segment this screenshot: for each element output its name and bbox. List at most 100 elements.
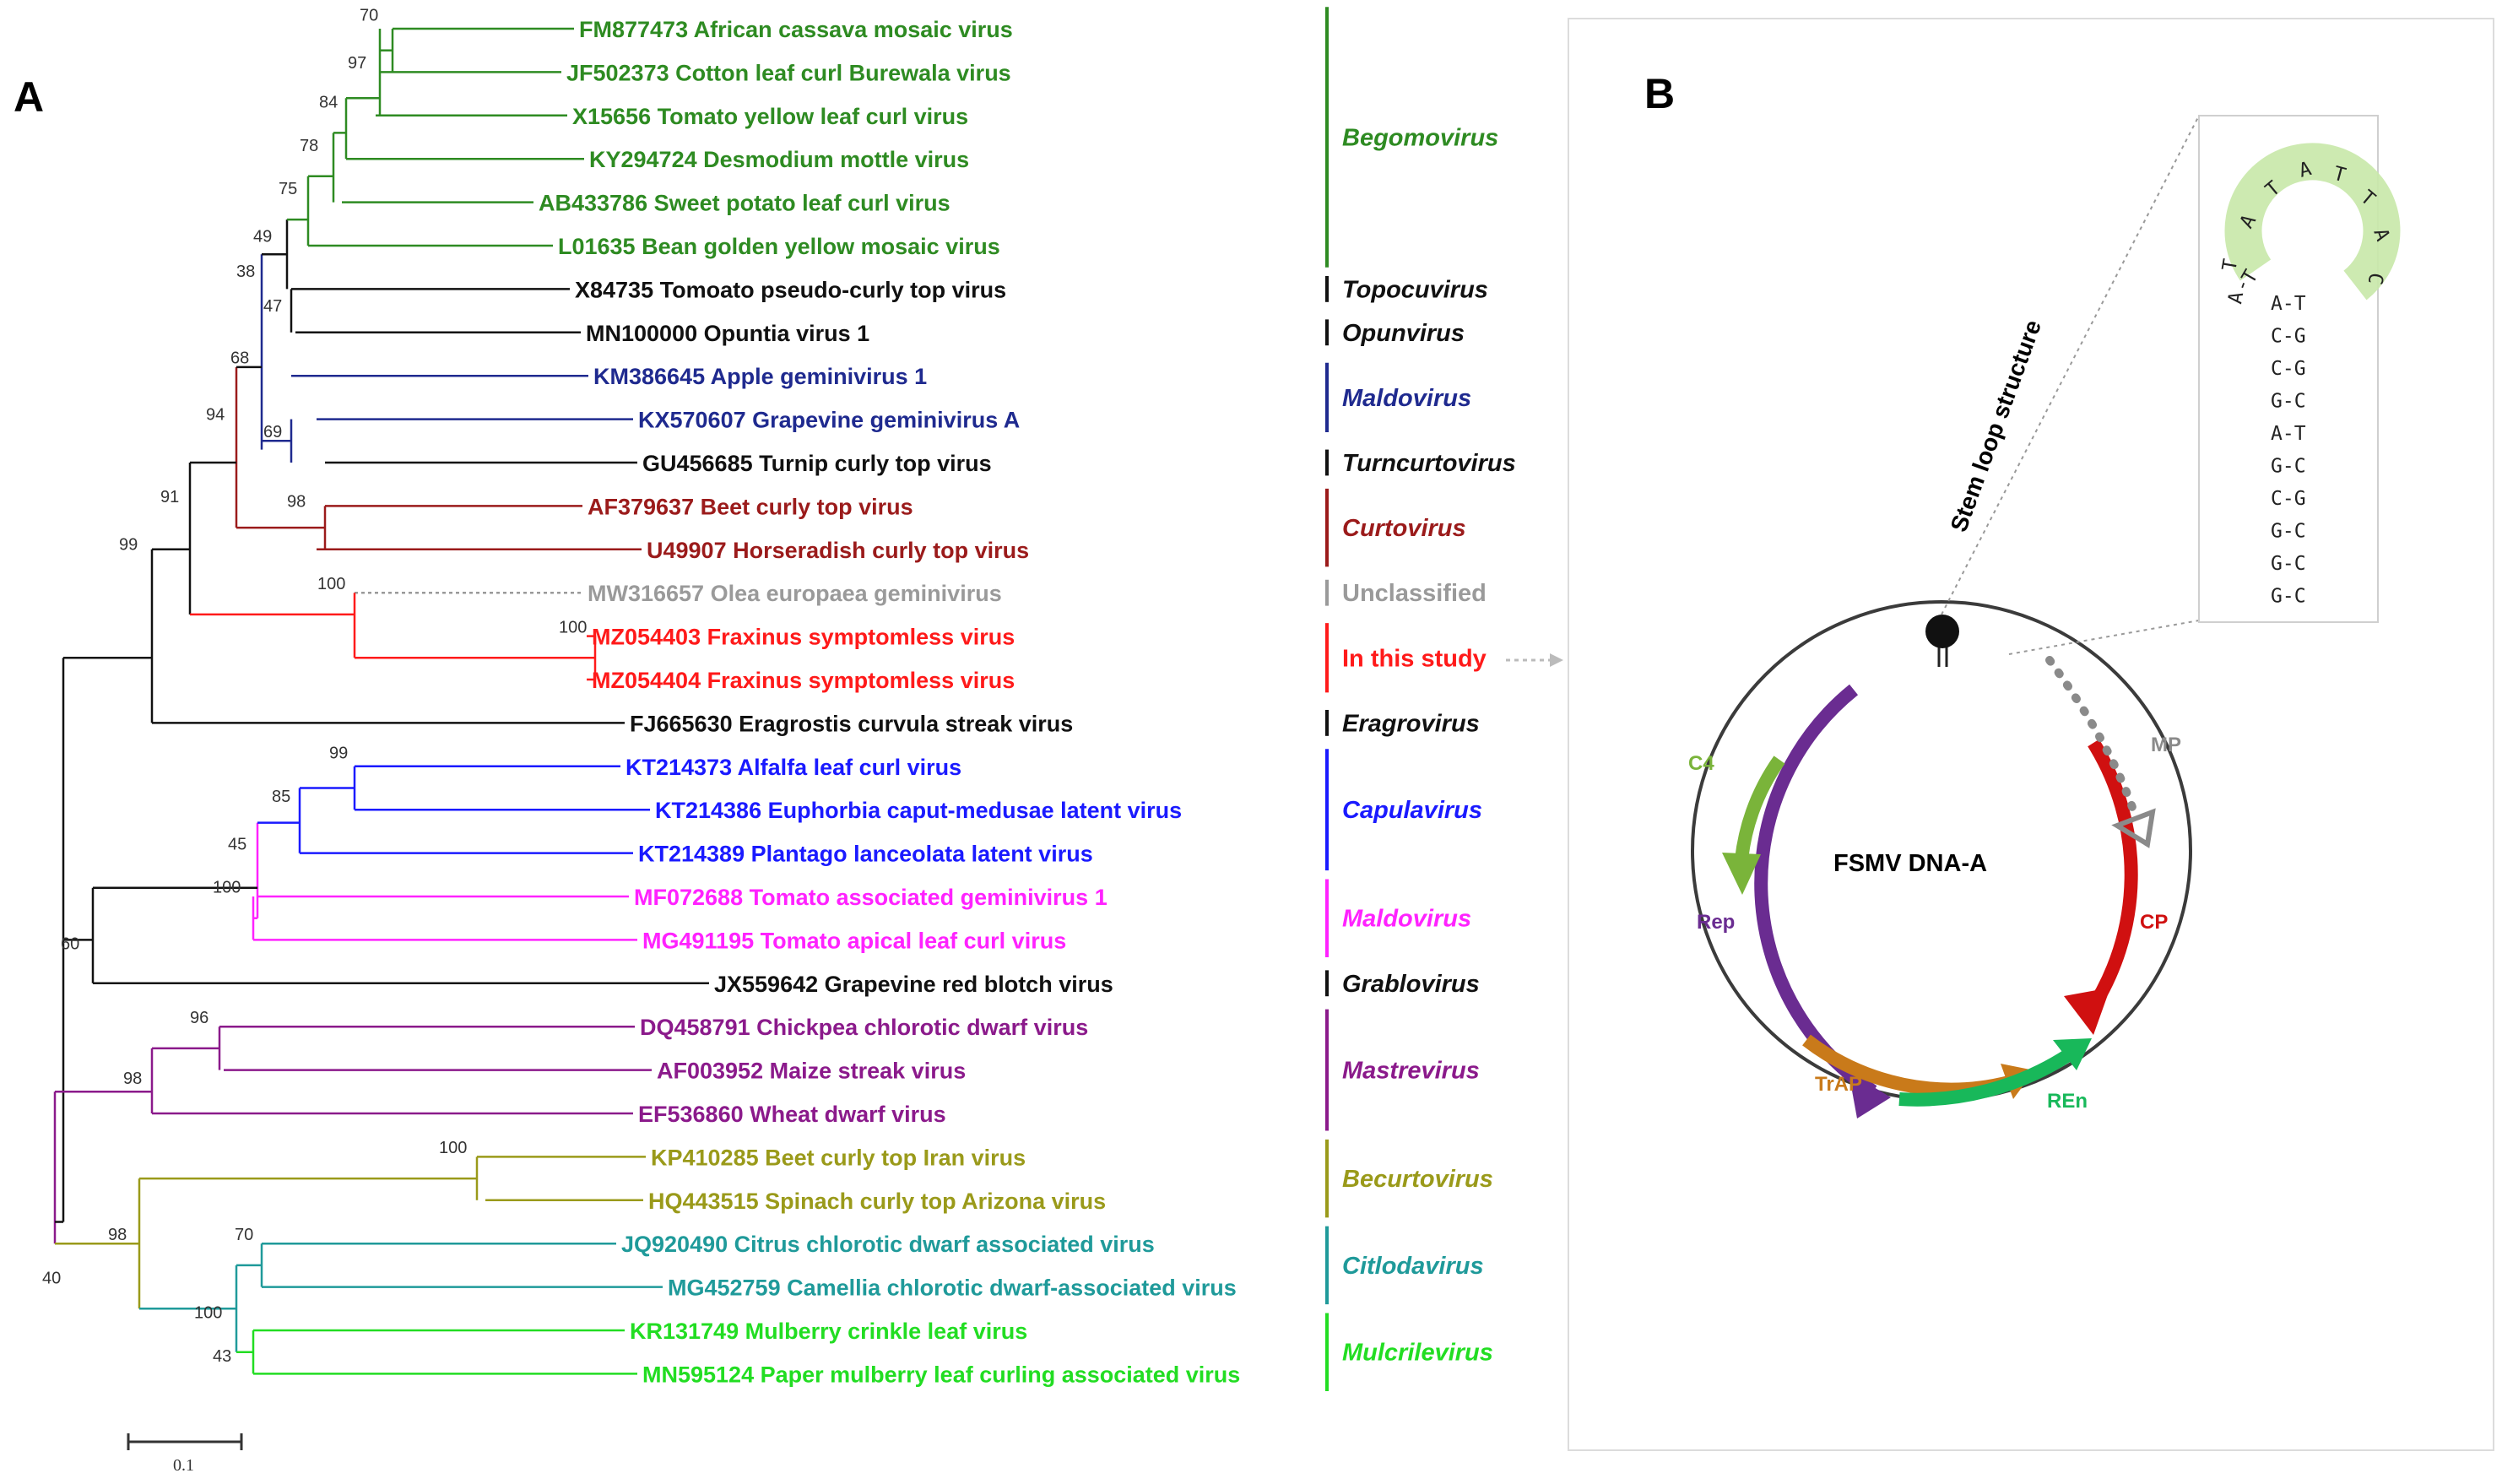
panel-label-b: B	[1644, 70, 1675, 117]
bootstrap-value: 99	[119, 536, 138, 555]
bootstrap-value: 97	[348, 54, 366, 73]
c4-arrowhead-icon	[1722, 853, 1761, 895]
stem-loop-marker-icon	[1925, 615, 1959, 648]
stem-base-pair: C-G	[2271, 326, 2306, 348]
bootstrap-value: 84	[319, 93, 338, 111]
genome-title: FSMV DNA-A	[1833, 850, 1987, 877]
bootstrap-value: 78	[300, 137, 318, 155]
bootstrap-value: 98	[123, 1070, 142, 1088]
genus-label: Mastrevirus	[1342, 1058, 1480, 1085]
leaf-label: MF072688 Tomato associated geminivirus 1	[634, 885, 1107, 910]
bootstrap-value: 100	[559, 618, 587, 636]
loop-nucleotide: C	[2364, 271, 2387, 286]
genus-label: Capulavirus	[1342, 797, 1482, 824]
scale-bar: 0.1	[127, 1433, 243, 1475]
leaf-label: U49907 Horseradish curly top virus	[647, 538, 1029, 563]
stem-loop-zoom-box	[2198, 115, 2379, 623]
tree-branches	[53, 27, 709, 1375]
bootstrap-value: 70	[235, 1226, 253, 1244]
bootstrap-value: 43	[213, 1347, 231, 1366]
bootstrap-value: 40	[42, 1269, 61, 1287]
genus-bars: BegomovirusTopocuvirusOpunvirusMaldoviru…	[1325, 7, 1516, 1391]
loop-left-nucleotide: A	[2224, 290, 2248, 306]
leaf-label: KT214389 Plantago lanceolata latent viru…	[638, 842, 1093, 867]
bootstrap-value: 85	[272, 788, 290, 806]
gene-label-trap: TrAP	[1815, 1073, 1862, 1096]
genus-label: Grablovirus	[1342, 971, 1480, 998]
gene-label-mp: MP	[2151, 734, 2181, 756]
bootstrap-value: 100	[194, 1303, 222, 1322]
leaf-label: KT214373 Alfalfa leaf curl virus	[626, 755, 961, 780]
leaf-label: X84735 Tomoato pseudo-curly top virus	[575, 277, 1006, 302]
leaf-label: MZ054403 Fraxinus symptomless virus	[592, 625, 1015, 650]
bootstrap-value: 69	[263, 423, 282, 441]
leaf-label: JX559642 Grapevine red blotch virus	[714, 972, 1113, 997]
bootstrap-value: 45	[228, 835, 246, 853]
tree-leaf-labels: FM877473 African cassava mosaic virusJF5…	[539, 17, 1240, 1387]
leaf-label: KY294724 Desmodium mottle virus	[589, 147, 969, 172]
bootstrap-value: 98	[108, 1226, 127, 1244]
leaf-label: GU456685 Turnip curly top virus	[642, 451, 992, 476]
leaf-label: EF536860 Wheat dwarf virus	[638, 1102, 946, 1127]
genome-map: FSMV DNA-A C4 Rep TrAP REn CP MP Stem lo…	[1688, 115, 2401, 1118]
stem-base-pair: G-C	[2271, 521, 2306, 543]
leaf-label: KR131749 Mulberry crinkle leaf virus	[630, 1319, 1027, 1344]
genus-label: Unclassified	[1342, 580, 1487, 607]
panel-label-a: A	[14, 73, 44, 121]
genus-label: Begomovirus	[1342, 125, 1498, 152]
mp-arrowhead-icon	[2111, 808, 2156, 848]
genus-label: In this study	[1342, 645, 1487, 672]
scale-bar-label: 0.1	[173, 1456, 194, 1475]
panel-b-frame	[1568, 18, 2494, 1451]
leaf-label: MN100000 Opuntia virus 1	[586, 321, 869, 346]
leaf-label: AF379637 Beet curly top virus	[588, 494, 913, 519]
leaf-label: KP410285 Beet curly top Iran virus	[651, 1145, 1026, 1170]
ren-arc	[1898, 1049, 2072, 1107]
genus-label: Topocuvirus	[1342, 276, 1488, 303]
leaf-label: KM386645 Apple geminivirus 1	[593, 364, 927, 389]
genus-label: Citlodavirus	[1342, 1253, 1484, 1280]
stem-base-pair: C-G	[2271, 488, 2306, 510]
leaf-label: MZ054404 Fraxinus symptomless virus	[592, 668, 1015, 693]
cp-arrowhead-icon	[2064, 988, 2110, 1035]
stem-base-pair: C-G	[2271, 358, 2306, 380]
genus-label: Mulcrilevirus	[1342, 1340, 1493, 1367]
genus-label: Eragrovirus	[1342, 710, 1480, 737]
gene-label-cp: CP	[2140, 911, 2168, 934]
bootstrap-value: 75	[279, 180, 297, 198]
leaf-label: AF003952 Maize streak virus	[657, 1059, 966, 1084]
bootstrap-value: 100	[439, 1139, 467, 1157]
gene-label-rep: Rep	[1697, 911, 1735, 934]
leaf-label: KX570607 Grapevine geminivirus A	[638, 408, 1020, 433]
leaf-label: MG491195 Tomato apical leaf curl virus	[642, 928, 1066, 953]
bootstrap-value: 38	[236, 263, 255, 281]
leaf-label: MW316657 Olea europaea geminivirus	[588, 581, 1002, 606]
stem-loop-label: Stem loop structure	[1946, 317, 2047, 535]
gene-label-ren: REn	[2047, 1090, 2088, 1113]
genus-label: Turncurtovirus	[1342, 450, 1516, 477]
stem-base-pair: G-C	[2271, 553, 2306, 575]
bootstrap-value: 49	[253, 228, 272, 246]
bootstrap-value: 70	[360, 7, 378, 25]
bootstrap-value: 96	[190, 1009, 208, 1027]
study-pointer-arrow	[1506, 653, 1563, 667]
gene-label-c4: C4	[1688, 752, 1714, 775]
stem-pairs: A-TC-GC-GG-CA-TG-CC-GG-CG-CG-C	[2271, 293, 2306, 608]
leaf-label: MN595124 Paper mulberry leaf curling ass…	[642, 1362, 1240, 1387]
bootstrap-value: 47	[263, 297, 282, 316]
bootstrap-value: 100	[317, 575, 345, 593]
leaf-label: KT214386 Euphorbia caput-medusae latent …	[655, 798, 1182, 823]
leaf-label: JF502373 Cotton leaf curl Burewala virus	[566, 60, 1011, 85]
stem-base-pair: A-T	[2271, 293, 2306, 315]
genus-label: Curtovirus	[1342, 515, 1466, 542]
loop-nucleotide: T	[2218, 257, 2242, 273]
leaf-label: FJ665630 Eragrostis curvula streak virus	[630, 711, 1073, 736]
stem-base-pair: G-C	[2271, 586, 2306, 608]
mp-dotted-arc	[2045, 656, 2138, 816]
genus-label: Maldovirus	[1342, 385, 1471, 412]
loop-highlight	[2224, 143, 2401, 301]
bootstrap-value: 60	[61, 935, 79, 954]
leaf-label: X15656 Tomato yellow leaf curl virus	[572, 104, 968, 129]
ren-arrowhead-icon	[2053, 1038, 2092, 1070]
stem-base-pair: G-C	[2271, 391, 2306, 413]
